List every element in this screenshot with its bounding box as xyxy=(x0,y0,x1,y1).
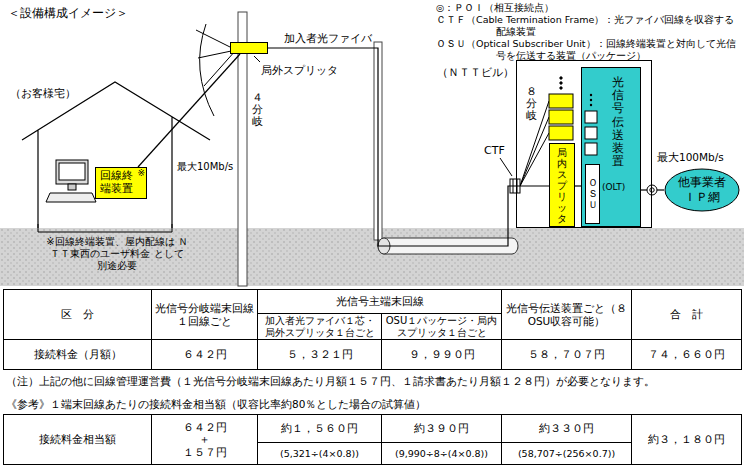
building: （ＮＴＴビル）局内スプリッタ光信号伝送装置(OLT)ＯＳＵ xyxy=(516,60,652,228)
table-cell: 光信号伝送装置ごと（８OSU収容可能） xyxy=(502,290,632,340)
cell-text: 区 分 xyxy=(61,308,94,320)
table-cell: 光信号分岐端末回線１回線ごと xyxy=(152,290,258,340)
fee-table: 区 分 光信号分岐端末回線１回線ごと 光信号主端末回線光信号伝送装置ごと（８OSU収… xyxy=(3,289,742,370)
olt-box: 光信号伝送装置 (OLT) ＯＳＵ xyxy=(581,67,641,227)
node-label: (OLT) xyxy=(602,182,625,192)
cell-text: 約３９０円 xyxy=(414,422,469,434)
node-label: ※ xyxy=(137,168,145,178)
osu-box: ＯＳＵ xyxy=(585,164,600,224)
branch-label: ４分岐 xyxy=(252,92,263,128)
connector xyxy=(268,48,549,246)
definition: ◎：ＰＯＩ（相互接続点） xyxy=(436,2,741,14)
edge-label: 最大100Mb/s xyxy=(656,151,725,165)
cell-text: ９，９９０円 xyxy=(409,348,475,361)
heading: ＜設備構成イメージ＞ xyxy=(8,5,128,22)
table-cell: ５８，７０７円 xyxy=(502,340,632,370)
cell-text: １５７円 xyxy=(154,446,255,458)
cell-text: (9,990÷8÷(4×0.8)) xyxy=(395,448,488,459)
fan-lines xyxy=(196,24,260,116)
splitter-box: 局内スプリッタ xyxy=(549,143,575,227)
ground xyxy=(0,228,744,286)
cell-text: 接続料金（月額） xyxy=(34,348,122,361)
fiber-label: 加入者光ファイバ xyxy=(284,31,372,46)
house-outline xyxy=(20,78,212,228)
network-ellipse: 他事業者 ＩＰ網 xyxy=(664,168,740,212)
cell-text: 約３，１８０円 xyxy=(648,433,725,445)
table-cell: 約３９０円 xyxy=(382,415,502,443)
table-cell: 約３３０円 xyxy=(502,415,632,443)
table-cell: 約１，５６０円 xyxy=(258,415,382,443)
cell-text: ＋ xyxy=(154,433,255,445)
cell-text: (58,707÷(256×0.7)) xyxy=(518,448,615,459)
reference-table: 接続料金相当額 ６４２円＋１５７円 約１，５６０円 約３９０円 約３３０円約３，１８０円… xyxy=(3,414,742,465)
cell-text: ５，３２１円 xyxy=(287,348,353,361)
footnote: （注）上記の他に回線管理運営費（１光信号分岐端末回線あたり月額１５７円、１請求書… xyxy=(6,375,655,389)
table-cell: ５，３２１円 xyxy=(258,340,382,370)
table-cell: (5,321÷(4×0.8)) xyxy=(258,443,382,465)
table-cell: 加入者光ファイバ１芯・局外スプリッタ１台ごと xyxy=(258,314,382,340)
table-cell: 約３，１８０円 xyxy=(632,415,742,465)
reference-heading: 《参考》１端末回線あたりの接続料金相当額（収容比率約80％とした場合の試算値） xyxy=(6,398,426,412)
node-label: 局内スプリッタ xyxy=(557,147,567,224)
cell-text: 接続料金相当額 xyxy=(39,433,116,445)
connector xyxy=(138,54,240,167)
house: （お客様宅）回線終端装置※ xyxy=(20,78,212,228)
table-cell: ６４２円＋１５７円 xyxy=(152,415,258,465)
table-cell: 接続料金（月額） xyxy=(4,340,152,370)
poi-symbol xyxy=(647,185,657,195)
pc-icon xyxy=(46,160,96,202)
table-cell: OSU１パッケージ・局内スプリッタ１台ごと xyxy=(382,314,502,340)
node-label: （お客様宅） xyxy=(10,86,76,101)
cell-text: 加入者光ファイバ１芯・局外スプリッタ１台ごと xyxy=(265,315,375,338)
cell-text: (5,321÷(4×0.8)) xyxy=(280,448,359,459)
cell-text: ７４，６６０円 xyxy=(648,348,725,361)
cell-text: ６４２円 xyxy=(183,348,227,361)
edge-label: 最大10Mb/s xyxy=(176,160,234,174)
table-cell: ６４２円 xyxy=(152,340,258,370)
cell-text: 光信号分岐端末回線１回線ごと xyxy=(155,302,254,327)
definition: ＣＴＦ（Cable Termination Frame）：光ファイバ回線を収容す… xyxy=(436,14,741,38)
splitter-box: 局外スプリッタ xyxy=(230,42,268,54)
node-label: 回線終端装置 xyxy=(100,170,135,195)
cell-text: OSU１パッケージ・局内スプリッタ１台ごと xyxy=(386,315,498,338)
table-cell: (9,990÷8÷(4×0.8)) xyxy=(382,443,502,465)
table-cell: (58,707÷(256×0.7)) xyxy=(502,443,632,465)
cell-text: ６４２円 xyxy=(154,421,255,433)
building-fan xyxy=(500,101,549,186)
table-cell: ７４，６６０円 xyxy=(632,340,742,370)
table-cell: 接続料金相当額 xyxy=(4,415,152,465)
definition: ＯＳＵ（Optical Subscriber Unit）：回線終端装置と対向して… xyxy=(436,38,741,62)
node-label: ＯＳＵ xyxy=(588,177,598,210)
node-label: 光信号伝送装置 xyxy=(612,76,624,168)
table-cell: ９，９９０円 xyxy=(382,340,502,370)
cell-text: 光信号主端末回線 xyxy=(336,295,424,307)
table-cell: 合 計 xyxy=(632,290,742,340)
cell-text: 約１，５６０円 xyxy=(281,422,358,434)
terminal-box: 回線終端装置※ xyxy=(95,167,147,199)
node-label: 局外スプリッタ xyxy=(261,63,338,78)
ctf-label: CTF xyxy=(484,144,505,157)
bracket xyxy=(38,224,172,232)
cell-text: 合 計 xyxy=(670,308,703,320)
node-label: （ＮＴＴビル） xyxy=(437,65,514,80)
cell-text: 光信号伝送装置ごと（８OSU収容可能） xyxy=(506,302,627,327)
splitter-ports xyxy=(549,77,573,140)
table-cell: 光信号主端末回線 xyxy=(258,290,502,314)
branch-label: ８分岐 xyxy=(526,86,537,122)
node-label: 他事業者 ＩＰ網 xyxy=(664,175,740,205)
definitions: ◎：ＰＯＩ（相互接続点） ＣＴＦ（Cable Termination Frame… xyxy=(436,2,741,62)
poi-symbol xyxy=(650,188,654,192)
cell-text: 約３３０円 xyxy=(539,422,594,434)
cell-text: ５８，７０７円 xyxy=(528,348,605,361)
note: ※回線終端装置、屋内配線は ＮＴＴ東西のユーザ料金 として別途必要 xyxy=(46,236,188,272)
table-cell: 区 分 xyxy=(4,290,152,340)
